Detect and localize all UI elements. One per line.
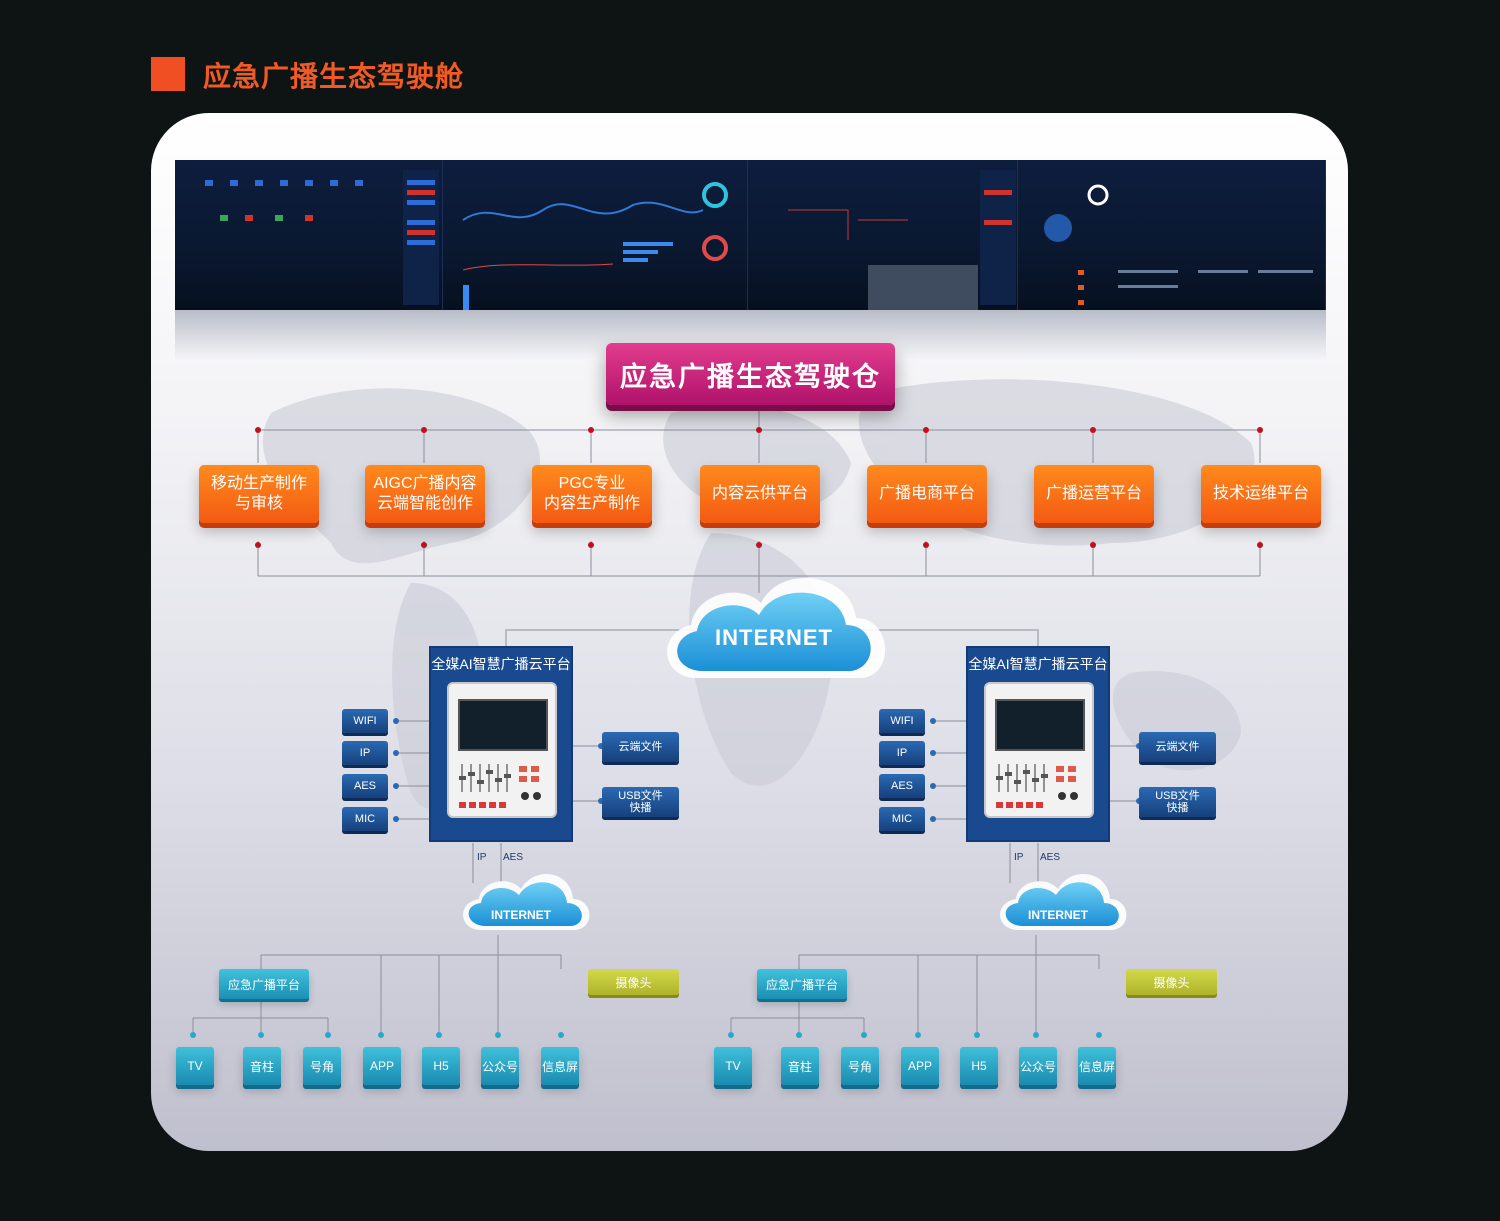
link-label-ip: IP [1014,852,1024,863]
input-wifi-chip[interactable]: WIFI [342,709,388,733]
page-title: 应急广播生态驾驶舱 [203,61,465,92]
diagram-card: 应急广播生态驾驶仓 移动生产制作 与审核 AIGC广播内容 云端智能创作 PGC… [151,113,1348,1151]
input-aes-chip[interactable]: AES [879,774,925,798]
input-aes-chip[interactable]: AES [342,774,388,798]
input-mic-chip[interactable]: MIC [342,807,388,831]
endpoint-speaker-column[interactable]: 音柱 [243,1047,281,1085]
input-wifi-chip[interactable]: WIFI [879,709,925,733]
endpoint-app[interactable]: APP [901,1047,939,1085]
platform-pgc-production[interactable]: PGC专业 内容生产制作 [532,465,652,523]
hub-panel: 全媒AI智慧广播云平台 [429,646,573,842]
camera-chip[interactable]: 摄像头 [1126,969,1217,995]
platform-operations[interactable]: 广播运营平台 [1034,465,1154,523]
endpoint-speaker-column[interactable]: 音柱 [781,1047,819,1085]
endpoint-tv[interactable]: TV [714,1047,752,1085]
dashboard-screen [1018,160,1326,310]
platform-ecommerce[interactable]: 广播电商平台 [867,465,987,523]
connector-lines [190,410,1263,1038]
dashboard-screen [443,160,748,310]
endpoint-official-account[interactable]: 公众号 [1019,1047,1057,1085]
endpoint-horn[interactable]: 号角 [303,1047,341,1085]
internet-cloud-icon [463,577,1127,930]
platform-tech-maintenance[interactable]: 技术运维平台 [1201,465,1321,523]
input-mic-chip[interactable]: MIC [879,807,925,831]
platform-aigc-creation[interactable]: AIGC广播内容 云端智能创作 [365,465,485,523]
output-cloud-file-chip[interactable]: 云端文件 [1139,732,1216,762]
output-cloud-file-chip[interactable]: 云端文件 [602,732,679,762]
internet-cloud-label: INTERNET [491,908,551,922]
header-square-icon [151,57,185,91]
endpoint-h5[interactable]: H5 [422,1047,460,1085]
endpoint-tv[interactable]: TV [176,1047,214,1085]
cockpit-title-box: 应急广播生态驾驶仓 [606,343,895,405]
hub-title: 全媒AI智慧广播云平台 [968,656,1108,672]
output-usb-chip[interactable]: USB文件 快播 [1139,787,1216,817]
emergency-platform-chip[interactable]: 应急广播平台 [219,969,309,999]
input-ip-chip[interactable]: IP [342,741,388,765]
mixer-screen [458,699,548,751]
mixer-device-icon [984,682,1094,818]
dashboard-screens [175,160,1326,310]
endpoint-horn[interactable]: 号角 [841,1047,879,1085]
platform-content-cloud[interactable]: 内容云供平台 [700,465,820,523]
dashboard-screen [748,160,1018,310]
endpoint-h5[interactable]: H5 [960,1047,998,1085]
internet-label: INTERNET [715,625,833,650]
link-label-ip: IP [477,852,487,863]
link-label-aes: AES [1040,852,1061,863]
platform-mobile-production[interactable]: 移动生产制作 与审核 [199,465,319,523]
endpoint-info-screen[interactable]: 信息屏 [1078,1047,1116,1085]
camera-chip[interactable]: 摄像头 [588,969,679,995]
output-usb-chip[interactable]: USB文件 快播 [602,787,679,817]
dashboard-screen [175,160,443,310]
emergency-platform-chip[interactable]: 应急广播平台 [757,969,847,999]
mixer-device-icon [447,682,557,818]
endpoint-official-account[interactable]: 公众号 [481,1047,519,1085]
hub-panel: 全媒AI智慧广播云平台 [966,646,1110,842]
mixer-screen [995,699,1085,751]
endpoint-info-screen[interactable]: 信息屏 [541,1047,579,1085]
link-label-aes: AES [503,852,524,863]
input-ip-chip[interactable]: IP [879,741,925,765]
hub-title: 全媒AI智慧广播云平台 [431,656,571,672]
endpoint-app[interactable]: APP [363,1047,401,1085]
internet-cloud-label: INTERNET [1028,908,1088,922]
